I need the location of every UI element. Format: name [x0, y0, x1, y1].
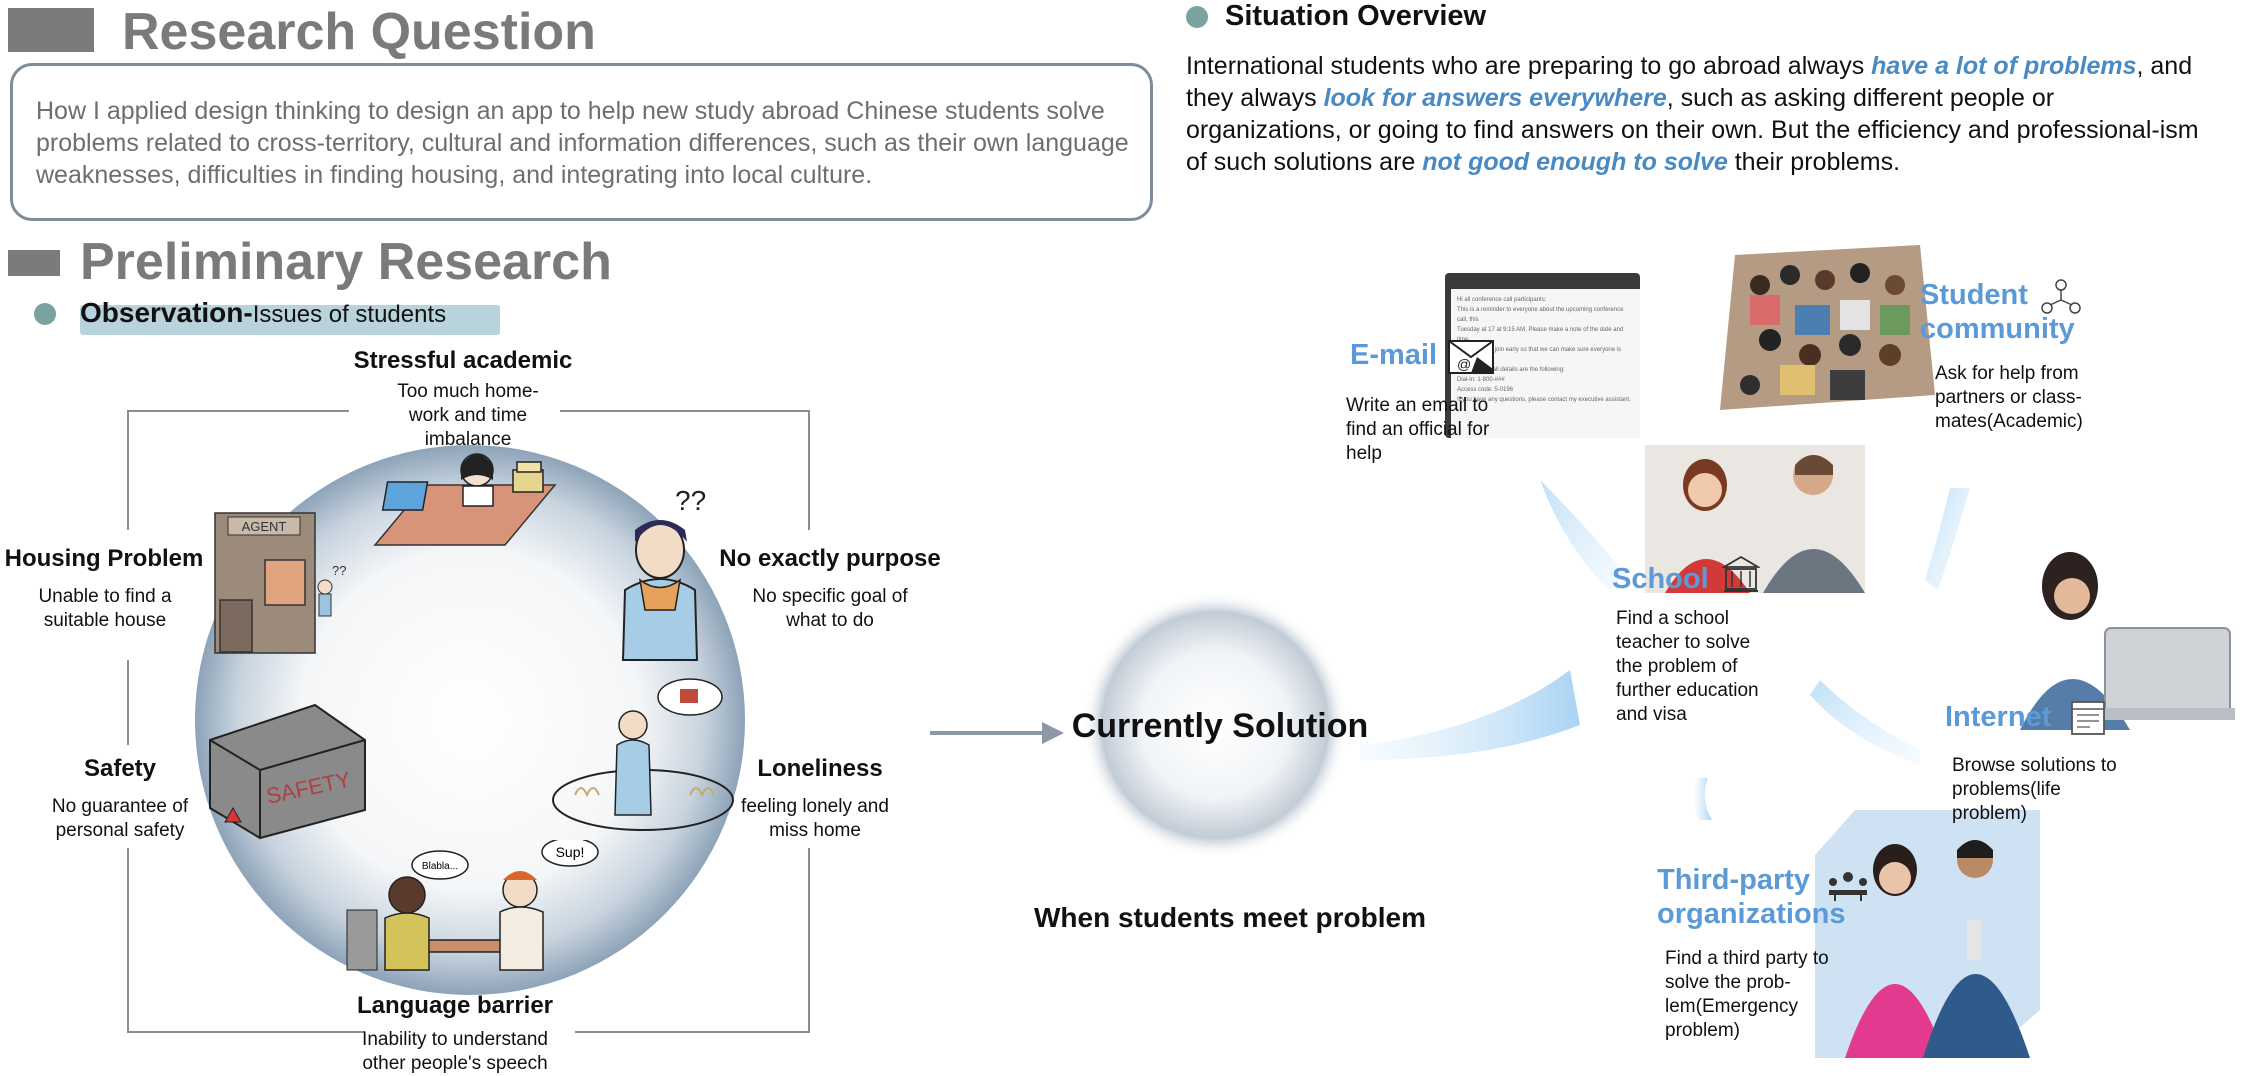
third-party-photo	[1815, 810, 2040, 1058]
conversation-illustration: Blabla... Sup!	[346, 840, 599, 971]
frame-right-upper	[808, 410, 810, 530]
speech-bubble-1-text: Blabla...	[422, 861, 458, 872]
situation-highlight-1: have a lot of problems	[1871, 52, 2137, 80]
situation-text-2: , and they always	[1186, 52, 2193, 112]
email-screen-line: Hi all conference call participants:	[1457, 297, 1547, 303]
situation-highlight-2: look for answers everywhere	[1323, 84, 1667, 112]
channel-school-title: School	[1612, 563, 1709, 595]
email-envelope-icon: @	[1448, 340, 1494, 374]
channel-school-desc: Find a school teacher to solve the probl…	[1616, 608, 1759, 725]
observation-label: Observation-Issues of students	[80, 297, 446, 329]
channel-third-desc: Find a third party to solve the prob-lem…	[1665, 948, 1829, 1041]
channel-email-desc: Write an email to find an official for h…	[1346, 395, 1490, 464]
research-question-bar-icon	[8, 8, 94, 52]
observation-bullet-icon	[34, 303, 56, 325]
purpose-question-marks: ??	[675, 485, 706, 516]
frame-top-left	[127, 410, 349, 412]
issue-loneliness-desc: feeling lonely and miss home	[741, 796, 889, 841]
issue-language-desc: Inability to understand other people's s…	[362, 1029, 548, 1074]
agent-sign-text: AGENT	[242, 519, 287, 534]
issue-purpose-desc: No specific goal of what to do	[752, 586, 908, 631]
channel-community-title: Student community	[1920, 279, 2075, 345]
issue-language-title: Language barrier	[356, 992, 554, 1019]
frame-left-lower	[127, 848, 129, 1033]
situation-text-4: their problems.	[1727, 148, 1901, 176]
center-circle-glow	[1082, 592, 1348, 858]
situation-highlight-3: not good enough to solve	[1422, 148, 1728, 176]
agent-house-illustration: AGENT ??	[214, 512, 346, 654]
safety-box-illustration: SAFETY	[209, 703, 366, 840]
issue-stressful-desc: Too much home-work and time imbalance	[397, 381, 539, 450]
research-question-title: Research Question	[122, 3, 596, 61]
channel-internet-desc: Browse solutions to problems(life proble…	[1952, 755, 2117, 824]
frame-bottom-left	[127, 1031, 365, 1033]
research-question-box	[10, 63, 1153, 221]
speech-bubble-2-text: Sup!	[556, 844, 585, 860]
center-subtitle: When students meet problem	[1033, 902, 1427, 933]
frame-left-upper	[127, 410, 129, 530]
frame-left-mid	[127, 660, 129, 745]
channel-community-desc: Ask for help from partners or class-mate…	[1935, 363, 2083, 432]
observation-highlight	[80, 305, 500, 335]
situation-bullet-icon	[1186, 6, 1208, 28]
issues-circle-illustration	[195, 445, 745, 995]
situation-text: International students who are preparing…	[1186, 50, 2216, 178]
situation-text-1: International students who are preparing…	[1186, 52, 1872, 80]
issue-housing-title: Housing Problem	[4, 545, 204, 572]
issue-housing-desc: Unable to find a suitable house	[38, 586, 172, 631]
arrow-right-icon	[930, 722, 1064, 744]
observation-label-main: Observation-	[80, 297, 253, 328]
meeting-group-icon	[1829, 872, 1867, 901]
svg-text:@: @	[1457, 356, 1471, 372]
internet-browser-icon	[2071, 701, 2105, 735]
frame-top-right	[560, 410, 810, 412]
preliminary-research-title: Preliminary Research	[80, 233, 612, 291]
school-building-icon	[1722, 555, 1760, 592]
observation-label-sub: Issues of students	[252, 301, 447, 328]
frame-bottom-right	[575, 1031, 810, 1033]
homework-desk-illustration	[373, 453, 557, 546]
issue-purpose-title: No exactly purpose	[719, 545, 941, 572]
channel-email-title: E-mail	[1350, 339, 1438, 371]
issue-stressful-title: Stressful academic	[353, 347, 573, 374]
situation-title: Situation Overview	[1225, 0, 1487, 32]
lonely-student-illustration	[552, 678, 734, 831]
issue-safety-desc: No guarantee of personal safety	[51, 796, 189, 841]
email-screen-line: Dial-in: 1-800-###	[1457, 377, 1505, 383]
center-title: Currently Solution	[1071, 707, 1369, 745]
research-question-text: How I applied design thinking to design …	[36, 97, 1129, 189]
email-screen-line: Conference call details are the followin…	[1457, 367, 1565, 373]
situation-text-3: , such as asking different people or org…	[1186, 84, 2199, 176]
frame-right-lower	[808, 848, 810, 1033]
housing-question-marks: ??	[332, 563, 346, 578]
issue-loneliness-title: Loneliness	[757, 755, 883, 782]
confused-student-illustration: ??	[621, 485, 706, 661]
email-screen-line: Access code: 5-0196	[1457, 387, 1514, 393]
preliminary-research-bar-icon	[8, 250, 60, 276]
channel-internet-title: Internet	[1945, 701, 2052, 733]
issue-safety-title: Safety	[83, 755, 157, 782]
student-community-photo	[1720, 245, 1935, 410]
channel-third-title: Third-party organizations	[1657, 864, 1846, 930]
email-screen-line: If you have any questions, please contac…	[1457, 397, 1631, 403]
community-network-icon	[2041, 279, 2081, 314]
email-screen-line: This is a reminder to everyone about the…	[1457, 307, 1624, 323]
flow-ribbons	[1360, 480, 1970, 820]
